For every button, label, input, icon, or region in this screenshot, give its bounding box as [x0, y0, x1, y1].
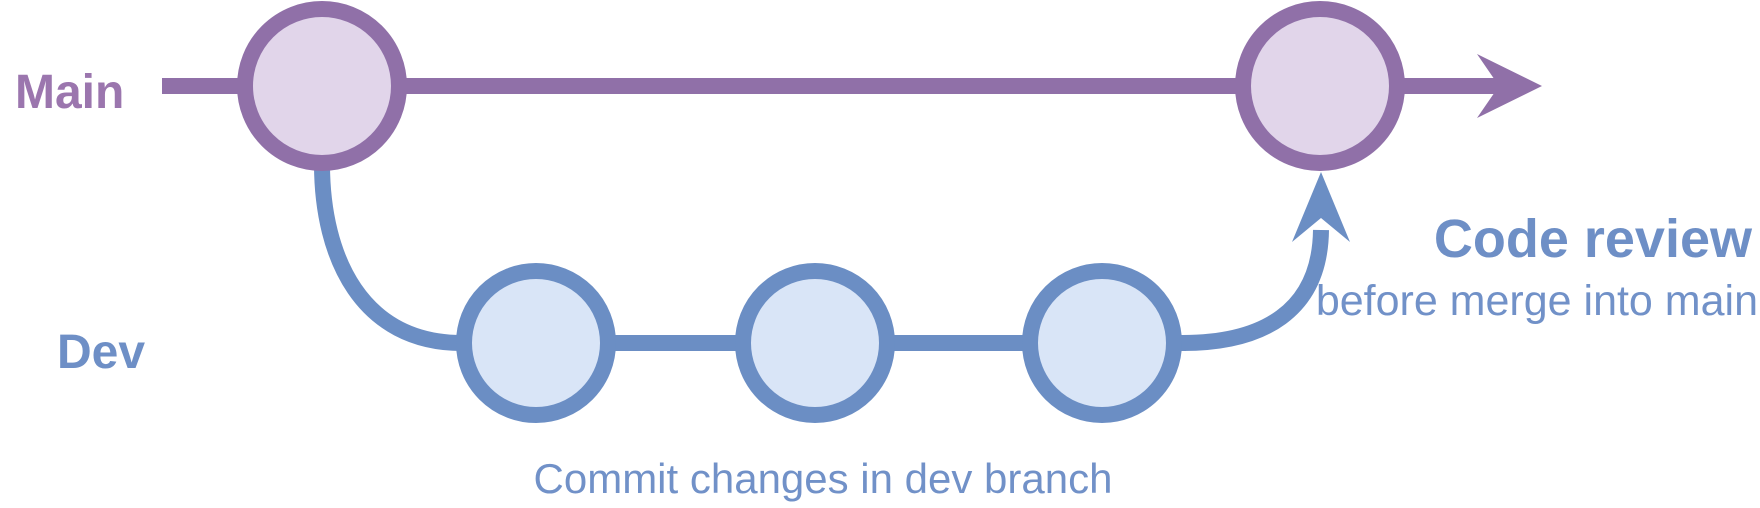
code-review-title: Code review — [1433, 209, 1752, 269]
main-commit-node — [1235, 1, 1405, 171]
dev-branch-label: Dev — [57, 326, 146, 379]
branch-out-curve — [314, 163, 463, 351]
merge-curve — [1182, 229, 1329, 351]
code-review-subtitle: before merge into main — [1315, 277, 1758, 325]
main-branch-label: Main — [15, 66, 125, 119]
dev-commit-node — [456, 263, 616, 423]
dev-commits-caption: Commit changes in dev branch — [533, 455, 1113, 502]
main-commit-node — [237, 1, 407, 171]
arrow-right-icon — [1477, 54, 1542, 118]
dev-commit-node — [735, 263, 895, 423]
arrow-up-icon — [1292, 172, 1350, 242]
dev-commit-node — [1022, 263, 1182, 423]
